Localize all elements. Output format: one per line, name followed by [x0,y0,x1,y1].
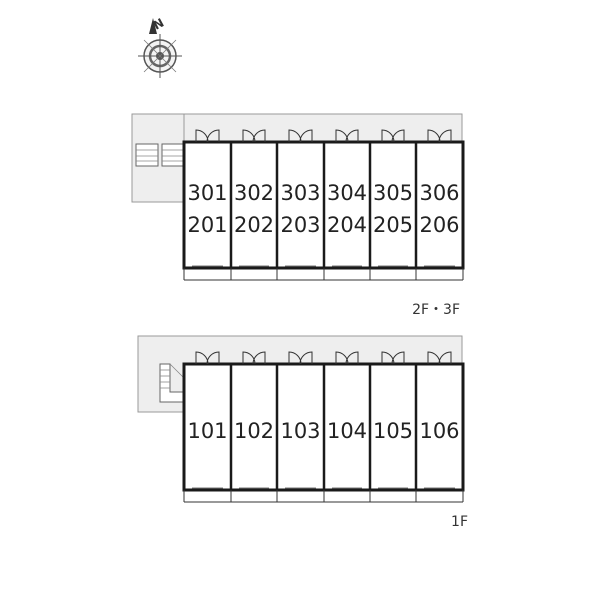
door-icon [381,129,395,143]
unit-number-top: 102 [234,419,274,443]
door-icon [391,351,405,365]
unit-number-top: 302 [234,181,274,205]
door-icon [299,129,313,143]
door-icon [299,351,313,365]
unit-number-top: 301 [187,181,227,205]
door-icon [438,351,452,365]
lower-unit: 104 [322,351,370,503]
lower-unit: 106 [414,351,464,503]
unit-number-bottom: 201 [187,213,227,237]
door-icon [438,129,452,143]
north-arrow-icon [149,18,157,34]
floor-label-lower: 1F [451,514,468,530]
unit-number-top: 105 [373,419,413,443]
lower-unit: 101 [183,351,231,503]
lower-unit: 103 [275,351,324,503]
unit-number-bottom: 206 [419,213,459,237]
unit-number-top: 306 [419,181,459,205]
door-icon [391,129,405,143]
unit-number-top: 303 [280,181,320,205]
unit-number-bottom: 203 [280,213,320,237]
unit-number-top: 104 [327,419,367,443]
door-icon [427,351,441,365]
unit-number-top: 103 [280,419,320,443]
door-icon [242,129,256,143]
door-icon [195,129,209,143]
upper-stair-icon [135,143,185,167]
floor-label-upper: 2F・3F [412,302,460,318]
door-icon [206,129,220,143]
door-icon [335,129,349,143]
unit-number-top: 101 [187,419,227,443]
unit-number-top: 106 [419,419,459,443]
door-icon [345,351,359,365]
unit-number-bottom: 202 [234,213,274,237]
door-icon [252,351,266,365]
lower-unit: 102 [229,351,277,503]
door-icon [252,129,266,143]
compass-rose-icon: N [138,16,182,78]
door-icon [335,351,349,365]
door-icon [206,351,220,365]
door-icon [288,351,302,365]
door-icon [345,129,359,143]
unit-number-top: 304 [327,181,367,205]
unit-number-top: 305 [373,181,413,205]
door-icon [427,129,441,143]
door-icon [195,351,209,365]
unit-number-bottom: 204 [327,213,367,237]
door-icon [242,351,256,365]
door-icon [381,351,395,365]
lower-unit: 105 [368,351,416,503]
door-icon [288,129,302,143]
unit-number-bottom: 205 [373,213,413,237]
